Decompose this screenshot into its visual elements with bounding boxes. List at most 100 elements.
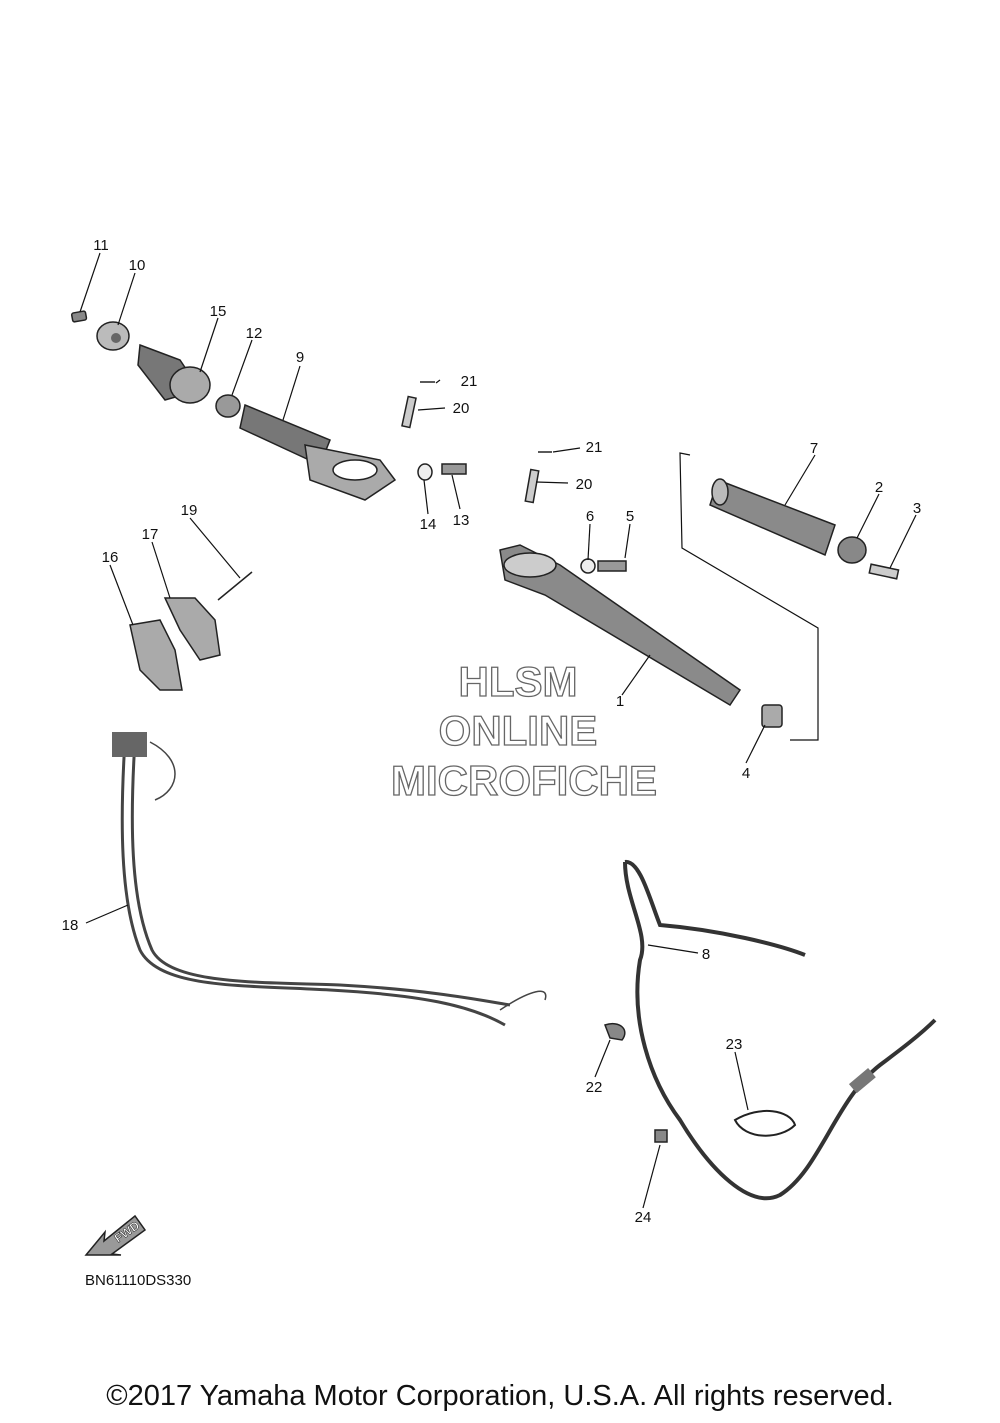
cable-18-strand-a <box>120 739 506 1027</box>
bolt-part-3 <box>868 563 900 580</box>
callout-12: 12 <box>246 325 263 342</box>
cable-8-adjuster <box>848 1068 876 1094</box>
clamp-part-9-bore <box>332 459 378 481</box>
callout-20-right: 20 <box>576 476 593 493</box>
fwd-arrow-icon <box>84 1214 147 1256</box>
callout-9: 9 <box>296 349 304 366</box>
callout-23: 23 <box>726 1036 743 1053</box>
watermark: HLSM ONLINE MICROFICHE <box>390 657 657 804</box>
leader-8 <box>647 944 699 954</box>
diagram-code: BN61110DS330 <box>85 1272 192 1289</box>
leader-23 <box>734 1051 749 1111</box>
cable-18-end-loop <box>499 990 547 1011</box>
callout-5: 5 <box>626 508 634 525</box>
leader-16 <box>109 564 134 626</box>
leader-4 <box>745 724 766 764</box>
right-handlebar-assembly <box>499 451 900 741</box>
leader-21-right <box>552 447 581 453</box>
cable-part-8 <box>623 860 937 1201</box>
cable-8-upper <box>624 860 806 957</box>
copyright-notice: ©2017 Yamaha Motor Corporation, U.S.A. A… <box>106 1380 894 1412</box>
clamp-part-22 <box>604 1023 626 1041</box>
bolt-part-5 <box>597 560 627 572</box>
leader-11 <box>79 252 101 313</box>
holder-part-16 <box>129 619 183 691</box>
leader-3 <box>889 514 917 569</box>
callout-18-19: 19 <box>181 502 198 519</box>
collar-part-12 <box>215 394 241 418</box>
weight-part-10-hole <box>111 333 121 343</box>
assembly-bracket-line <box>679 452 819 741</box>
callout-1: 1 <box>616 693 624 710</box>
cable-18-strand-b <box>130 739 511 1007</box>
grip-part-15-end <box>169 366 211 404</box>
bolt-part-20-left <box>401 395 417 429</box>
holder-assembly <box>129 571 253 691</box>
callout-17: 17 <box>142 526 159 543</box>
washer-part-14 <box>417 463 433 481</box>
weight-part-2 <box>837 536 867 564</box>
leader-19 <box>189 517 241 579</box>
bolt-part-20-right <box>524 468 540 504</box>
callout-16: 16 <box>102 549 119 566</box>
left-handlebar-assembly <box>70 310 467 501</box>
leader-5 <box>624 523 631 559</box>
bolt-part-13 <box>441 463 467 475</box>
holder-part-24 <box>654 1129 668 1143</box>
screw-part-19 <box>217 571 253 601</box>
band-part-23 <box>733 1109 797 1137</box>
cable-18-loop <box>149 741 176 801</box>
clamp-part-1-bore <box>503 552 557 578</box>
fwd-arrow: FWD <box>84 1214 147 1256</box>
handlebar-part-1 <box>499 544 742 707</box>
collar-part-4 <box>761 704 783 728</box>
callout-4: 4 <box>742 765 750 782</box>
leader-18 <box>85 904 129 924</box>
leader-14 <box>423 479 429 515</box>
callout-22: 22 <box>586 1079 603 1096</box>
callout-14: 14 <box>420 516 437 533</box>
leader-24 <box>642 1144 661 1209</box>
leader-17 <box>151 541 171 599</box>
callout-21-right: 21 <box>586 439 603 456</box>
leader-15 <box>199 317 219 373</box>
callout-8: 8 <box>702 946 710 963</box>
cable-18-connector <box>112 732 147 757</box>
callout-15: 15 <box>210 303 227 320</box>
cable-part-18 <box>112 732 547 1027</box>
grip-part-7 <box>709 479 836 557</box>
leader-9 <box>282 365 301 421</box>
leader-22 <box>594 1039 611 1078</box>
bolt-part-11 <box>70 310 88 323</box>
callout-20-left: 20 <box>453 400 470 417</box>
leader-20-right <box>535 481 569 484</box>
callout-6: 6 <box>586 508 594 525</box>
leader-lines <box>79 252 917 1209</box>
watermark-line3: MICROFICHE <box>391 757 657 804</box>
leader-12 <box>231 339 253 396</box>
callout-21-left: 21 <box>461 373 478 390</box>
grip-part-7-end <box>711 478 729 506</box>
callout-13: 13 <box>453 512 470 529</box>
cable-8-lower <box>623 861 937 1201</box>
washer-part-6 <box>580 558 596 574</box>
leader-20-left <box>417 407 446 411</box>
leader-6 <box>587 523 591 561</box>
callout-18: 18 <box>62 917 79 934</box>
leader-10 <box>117 272 136 326</box>
leader-13 <box>451 474 461 510</box>
callout-7: 7 <box>810 440 818 457</box>
callout-3: 3 <box>913 500 921 517</box>
leader-2 <box>856 493 880 539</box>
leader-1 <box>621 654 651 696</box>
watermark-line2: ONLINE <box>439 707 598 754</box>
callout-11: 11 <box>93 237 109 254</box>
watermark-line1: HLSM <box>459 658 578 705</box>
holder-part-17 <box>163 597 221 661</box>
callout-10: 10 <box>129 257 146 274</box>
leader-7 <box>784 454 816 506</box>
callout-numbers: 1 2 3 4 5 6 7 8 9 10 11 12 13 14 15 16 1… <box>62 237 922 1226</box>
leader-21-left <box>435 379 441 384</box>
callout-24: 24 <box>635 1209 652 1226</box>
